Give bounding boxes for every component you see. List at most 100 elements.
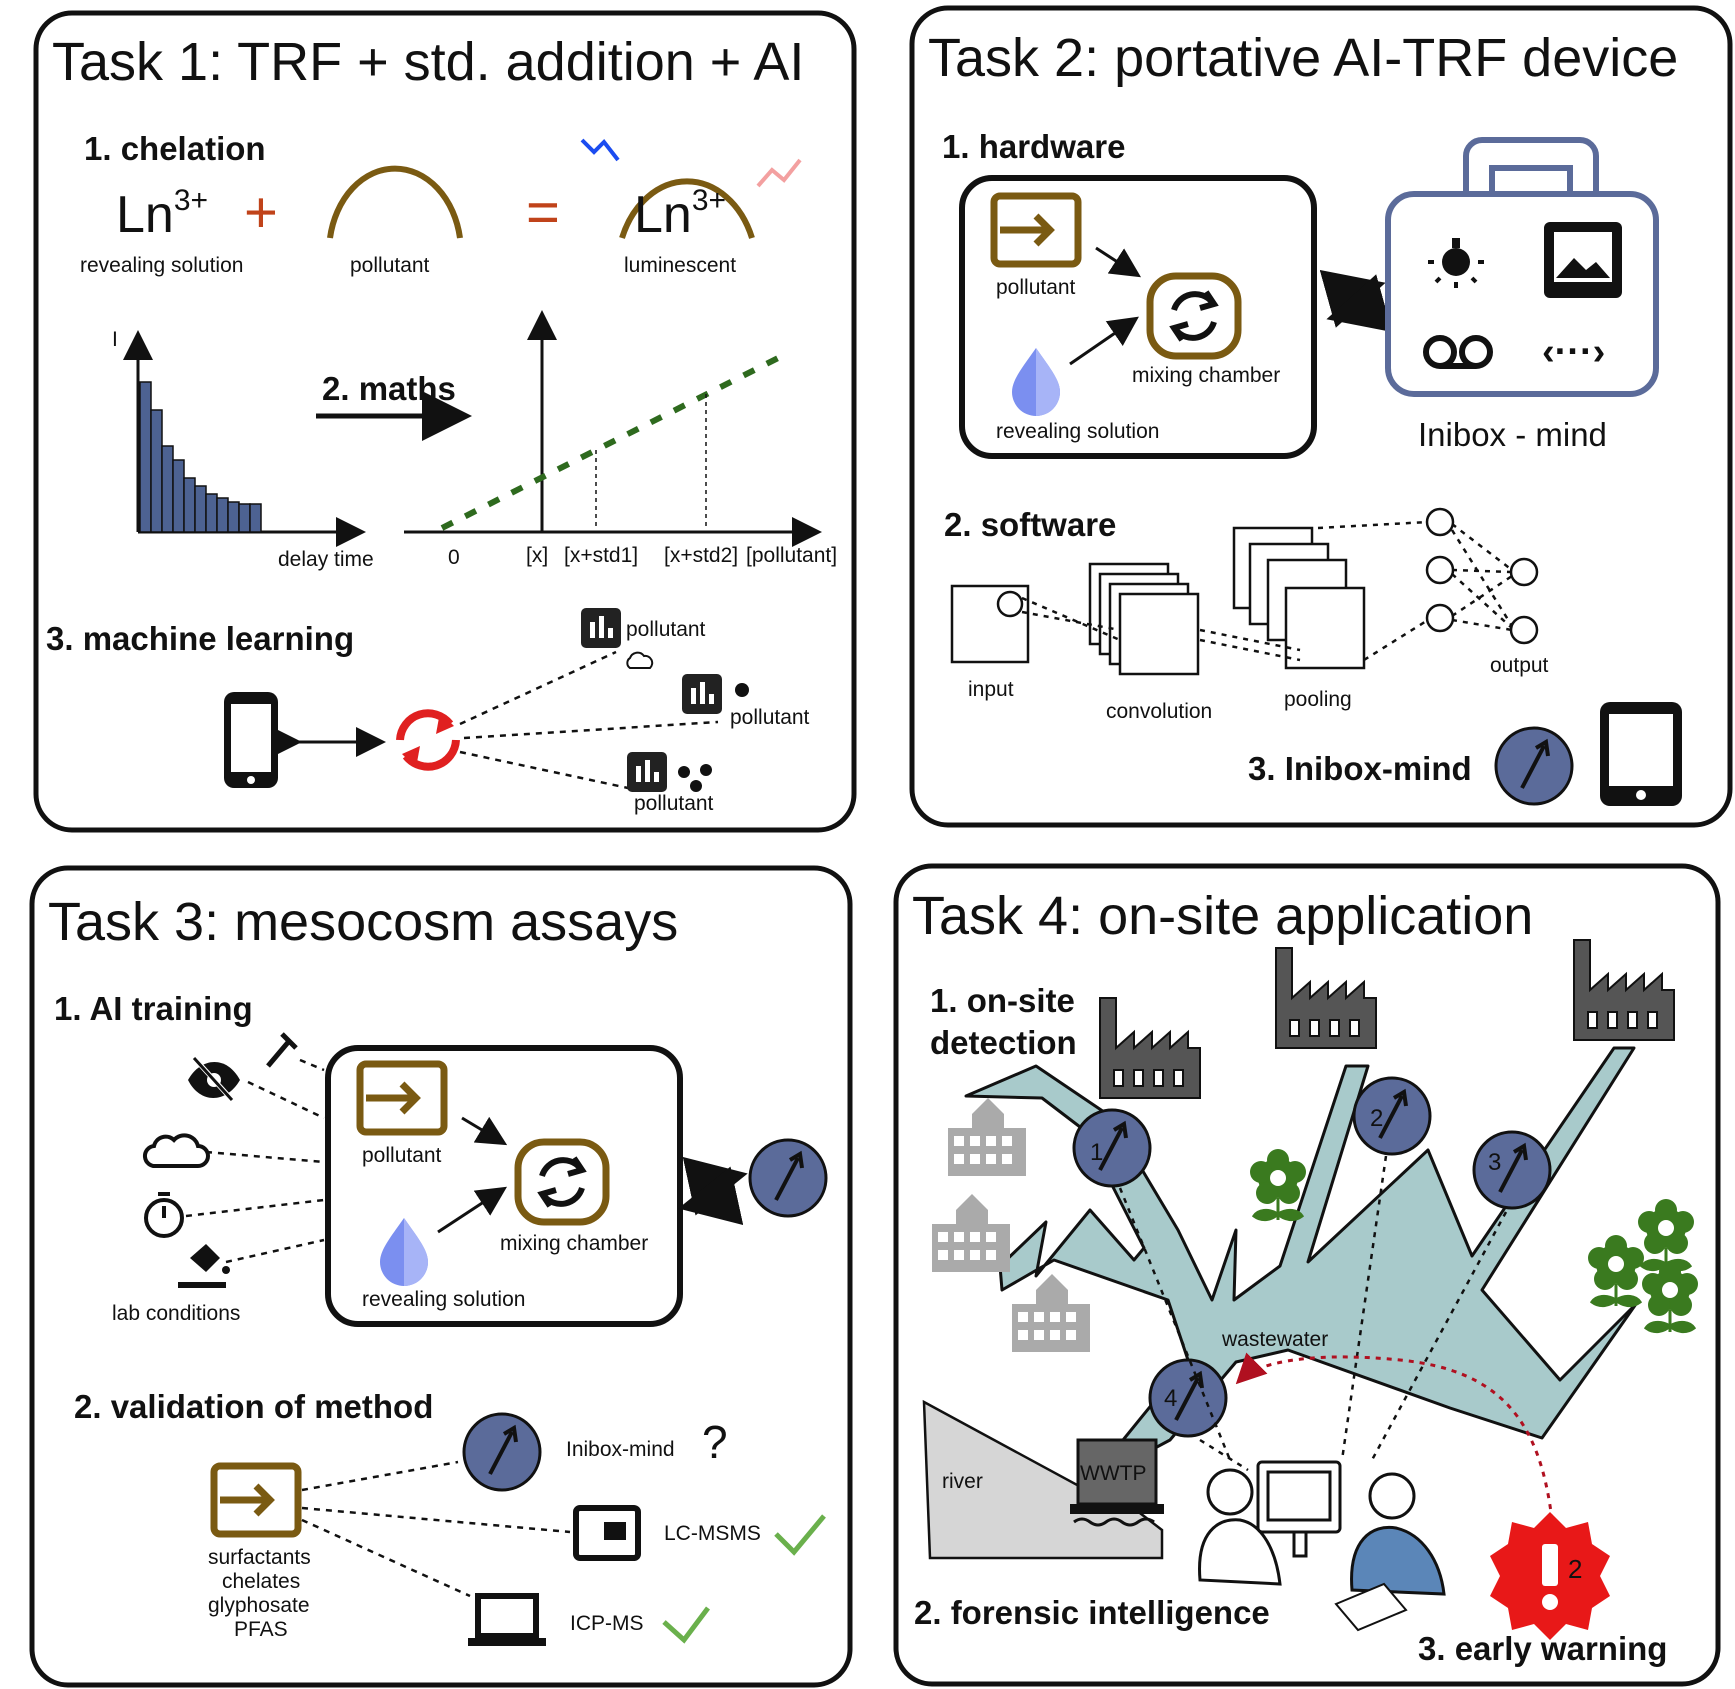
task3-frame xyxy=(29,865,853,1688)
hardware-box xyxy=(959,175,1317,459)
icpms-label: ICP-MS xyxy=(570,1612,644,1635)
sun-icon xyxy=(735,683,749,697)
task1-title: Task 1: TRF + std. addition + AI xyxy=(52,32,804,92)
image-icon xyxy=(1544,222,1622,298)
ml-links xyxy=(459,650,719,790)
tick-pollutant: [pollutant] xyxy=(746,544,837,567)
task1-panel: Task 1: TRF + std. addition + AI 1. chel… xyxy=(33,10,857,833)
sensor-gauge-2 xyxy=(1352,1076,1432,1156)
warning-badge-icon xyxy=(1490,1512,1610,1640)
hw-revealing-label: revealing solution xyxy=(996,420,1159,443)
inibox-label: Inibox - mind xyxy=(1418,416,1607,453)
analyte-4: PFAS xyxy=(234,1618,288,1641)
wastewater-label: wastewater xyxy=(1221,1328,1328,1351)
ml-heading: 3. machine learning xyxy=(46,620,354,657)
early-warning-heading: 3. early warning xyxy=(1418,1630,1667,1667)
task3-title: Task 3: mesocosm assays xyxy=(48,892,678,952)
training-box xyxy=(325,1045,683,1327)
task4-title: Task 4: on-site application xyxy=(912,886,1533,946)
task2-title: Task 2: portative AI-TRF device xyxy=(928,28,1678,88)
lcmsms-check-icon xyxy=(774,1514,826,1556)
mixing-chamber-icon-2 xyxy=(518,1142,606,1222)
complex-arc xyxy=(619,178,755,239)
standard-addition-plot: 0 [x] [x+std1] [x+std2] [pollutant] xyxy=(404,310,837,569)
ml-target-1: pollutant xyxy=(626,618,706,641)
surfactant-inlet-icon xyxy=(214,1466,298,1534)
software-heading: 2. software xyxy=(944,506,1116,543)
tablet-icon xyxy=(1600,702,1682,806)
decay-x-label: delay time xyxy=(278,548,374,571)
lcmsms-icon xyxy=(573,1505,641,1561)
ai-training-heading: 1. AI training xyxy=(54,990,253,1027)
analyte-1: surfactants xyxy=(208,1546,311,1569)
tick-std1: [x+std1] xyxy=(564,544,638,567)
task4-frame xyxy=(893,863,1721,1687)
decay-histogram: I delay time xyxy=(112,328,374,571)
laptop-icon xyxy=(468,1593,546,1646)
decrease-arrow-icon xyxy=(580,138,620,162)
pipette-icon xyxy=(266,1032,298,1068)
ml-target-2: pollutant xyxy=(730,706,810,729)
equals-sign: = xyxy=(526,180,560,245)
gauge-icon xyxy=(1494,726,1574,806)
luminescent-label: luminescent xyxy=(624,254,736,277)
cnn-convolution-label: convolution xyxy=(1106,700,1212,723)
ln-ion-label: Ln3+ xyxy=(116,184,208,244)
flower-icon-3 xyxy=(1586,1233,1646,1308)
increase-arrow-icon xyxy=(756,158,802,188)
task3-panel: Task 3: mesocosm assays 1. AI training l… xyxy=(29,865,853,1688)
flower-icon-2 xyxy=(1636,1197,1696,1272)
ln-complex-label: Ln3+ xyxy=(634,184,726,244)
lcmsms-label: LC-MSMS xyxy=(664,1522,761,1545)
question-mark: ? xyxy=(702,1416,728,1468)
voicemail-icon xyxy=(1423,335,1493,369)
sensor-gauge-3 xyxy=(1472,1130,1552,1210)
sensor-number-3: 3 xyxy=(1488,1149,1501,1176)
hw-mixing-label: mixing chamber xyxy=(1132,364,1280,387)
ligand-arc xyxy=(327,165,463,239)
revealing-drop-icon xyxy=(1012,348,1060,416)
cnn-pooling-label: pooling xyxy=(1284,688,1352,711)
tick-std2: [x+std2] xyxy=(664,544,738,567)
pollutant-inlet-icon xyxy=(994,196,1078,264)
revealing-drop-icon-2 xyxy=(380,1218,428,1286)
pollutant-inlet-icon-2 xyxy=(360,1064,444,1132)
task1-frame xyxy=(33,10,857,833)
bidirectional-arrow-icon xyxy=(1319,269,1393,333)
smartphone-icon xyxy=(224,692,278,788)
detection-heading-1: 1. on-site xyxy=(930,982,1075,1019)
forensic-heading: 2. forensic intelligence xyxy=(914,1594,1270,1631)
gauge-icon-2 xyxy=(748,1138,828,1218)
decay-y-label: I xyxy=(112,328,118,351)
t3-mixing-label: mixing chamber xyxy=(500,1232,648,1255)
detection-heading-2: detection xyxy=(930,1024,1077,1061)
flower-icon-4 xyxy=(1640,1259,1700,1334)
building-icon-2 xyxy=(932,1194,1010,1272)
cloud-icon-2 xyxy=(143,1133,210,1169)
icpms-check-icon xyxy=(662,1606,710,1644)
chart-icon-3 xyxy=(627,752,667,792)
wwtp-icon xyxy=(1070,1438,1164,1527)
analyte-2: chelates xyxy=(222,1570,300,1593)
factory-icon-1 xyxy=(1099,997,1201,1099)
cloud-icon xyxy=(626,651,654,669)
inibox-method-label: Inibox-mind xyxy=(566,1438,675,1461)
sensor-number-2: 2 xyxy=(1370,1105,1383,1132)
warning-number: 2 xyxy=(1568,1554,1582,1584)
chelation-heading: 1. chelation xyxy=(84,130,266,167)
validation-links xyxy=(301,1460,571,1598)
revealing-solution-label: revealing solution xyxy=(80,254,243,277)
paint-bucket-icon xyxy=(178,1244,230,1288)
chart-icon-1 xyxy=(581,608,621,648)
wastewater-network xyxy=(964,1046,1638,1458)
lightbulb-icon xyxy=(1428,238,1484,288)
droplets-icon xyxy=(678,764,712,792)
sensor-number-4: 4 xyxy=(1164,1385,1177,1412)
hw-pollutant-label: pollutant xyxy=(996,276,1076,299)
validation-heading: 2. validation of method xyxy=(74,1388,433,1425)
plus-sign: + xyxy=(244,180,278,245)
pollutant-label: pollutant xyxy=(350,254,430,277)
forensic-links xyxy=(1118,1155,1508,1472)
tick-x: [x] xyxy=(526,544,548,567)
